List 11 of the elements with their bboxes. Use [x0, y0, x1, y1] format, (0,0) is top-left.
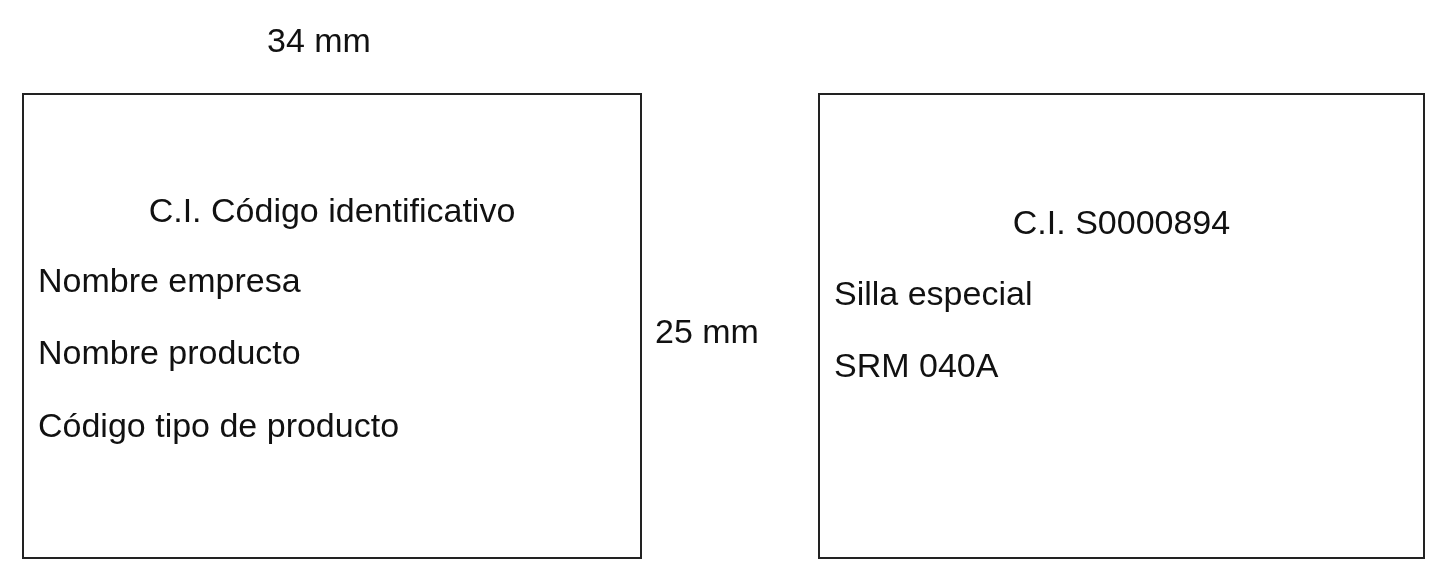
label-line: Nombre empresa [38, 260, 301, 300]
label-line: Código tipo de producto [38, 405, 400, 445]
label-heading: C.I. Código identificativo [147, 190, 517, 230]
label-card [818, 93, 1425, 559]
label-heading: C.I. S0000894 [1011, 202, 1232, 242]
label-line: Silla especial [834, 273, 1033, 313]
dimension-label: 25 mm [655, 311, 759, 351]
label-line: SRM 040A [834, 345, 999, 385]
label-card [22, 93, 642, 559]
label-line: Nombre producto [38, 332, 301, 372]
dimension-label: 34 mm [267, 20, 371, 60]
